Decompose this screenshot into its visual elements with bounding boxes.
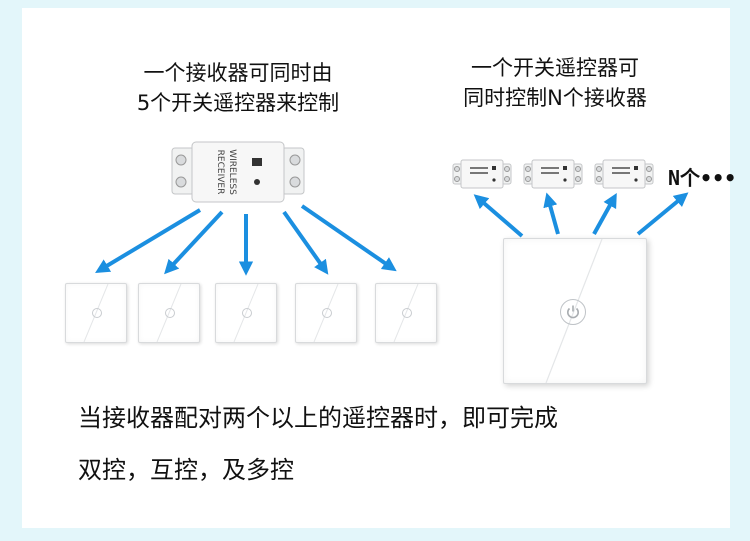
right-title-line1: 一个开关遥控器可 [471,56,639,80]
left-title-line1: 一个接收器可同时由 [143,61,333,85]
arrow-to-switch-1 [95,208,202,273]
switch-panel-1 [65,283,127,343]
receiver-label-line1: WIRELESS [227,149,237,195]
right-title-line2: 同时控制N个接收器 [463,86,647,110]
power-icon [560,299,586,325]
arrow-to-receiver-n [636,192,689,236]
switch-panel-5 [375,283,437,343]
switch-button-dot [322,308,332,318]
arrow-to-receiver-3 [592,192,617,235]
wireless-receiver-main: WIRELESS RECEIVER [171,141,305,203]
switch-button-dot [92,308,102,318]
arrow-to-receiver-1 [473,194,524,238]
right-title: 一个开关遥控器可 同时控制N个接收器 [430,53,680,113]
n-receivers-label: N个••• [668,166,737,190]
arrow-to-receiver-2 [543,192,560,235]
receiver-label-line2: RECEIVER [215,150,225,195]
arrow-to-switch-2 [164,210,224,275]
switch-panel-large [503,238,647,384]
caption-line2: 双控，互控，及多控 [78,456,294,484]
arrow-to-switch-5 [300,204,397,272]
switch-button-dot [242,308,252,318]
wireless-receiver-small-3 [594,159,654,189]
caption-line1: 当接收器配对两个以上的遥控器时，即可完成 [78,404,558,432]
left-title: 一个接收器可同时由 5个开关遥控器来控制 [98,58,378,118]
arrow-to-switch-4 [282,210,329,275]
wireless-receiver-small-1 [452,159,512,189]
switch-button-dot [165,308,175,318]
switch-panel-2 [138,283,200,343]
switch-panel-3 [215,283,277,343]
switch-panel-4 [295,283,357,343]
wireless-receiver-small-2 [523,159,583,189]
switch-button-dot [402,308,412,318]
left-title-line2: 5个开关遥控器来控制 [136,91,340,115]
